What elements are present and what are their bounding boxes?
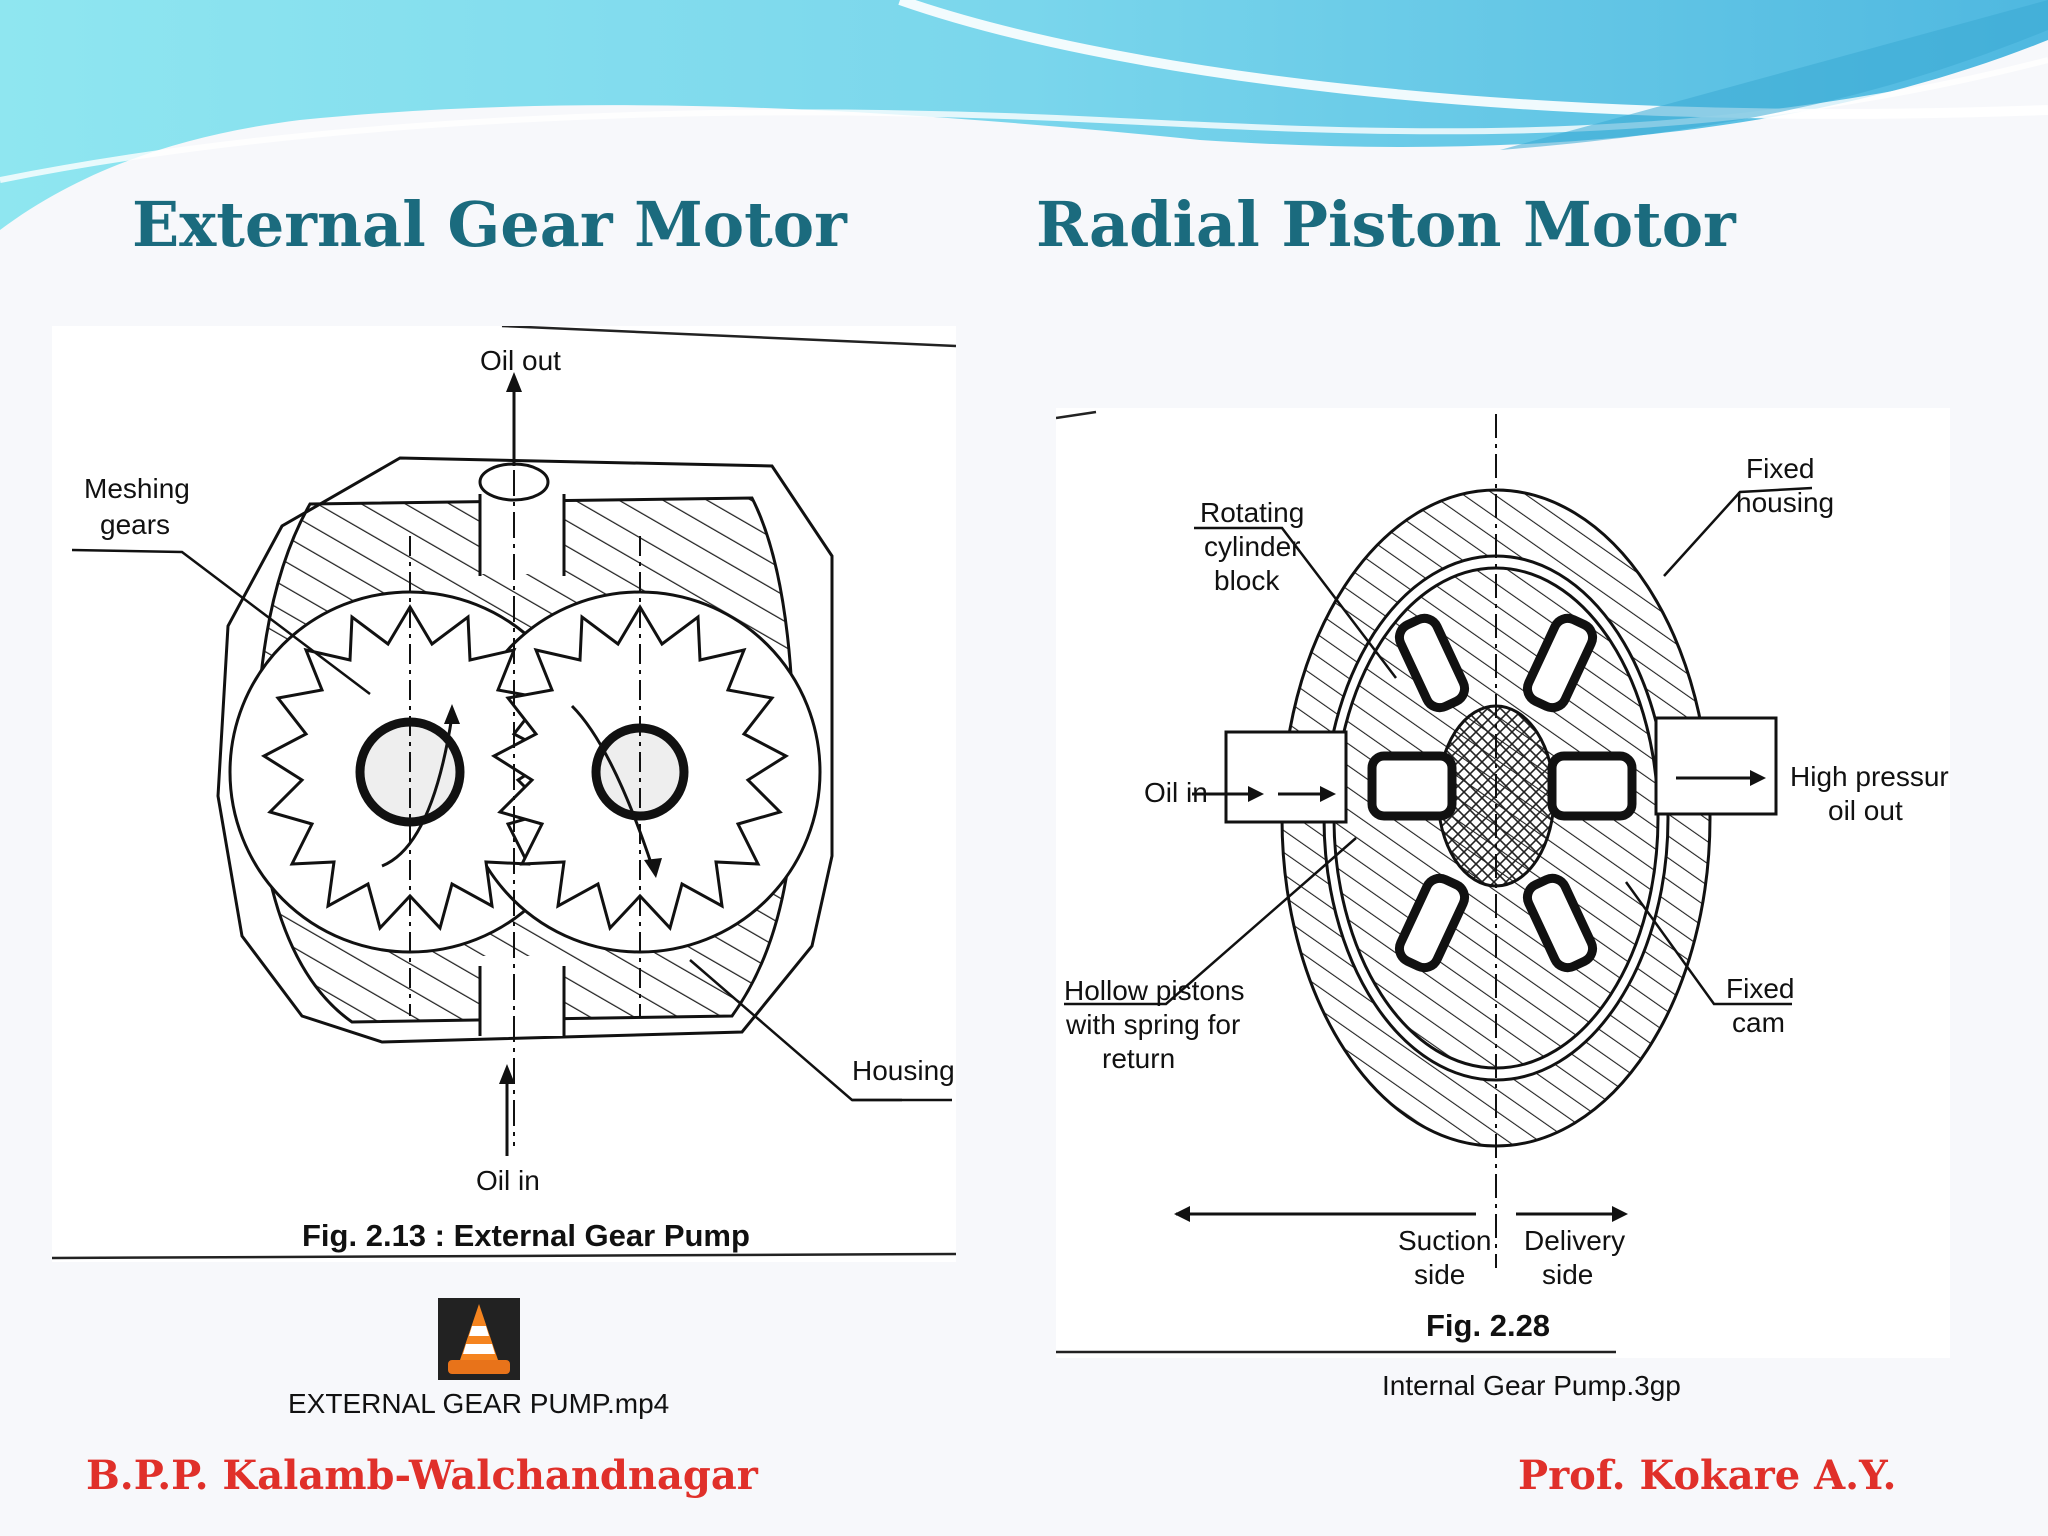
footer-author: Prof. Kokare A.Y.: [1518, 1452, 1897, 1499]
label-delivery: Delivery: [1524, 1225, 1625, 1256]
label-rotating: Rotating: [1200, 497, 1304, 528]
vlc-cone-icon[interactable]: [438, 1298, 520, 1380]
label-block: block: [1214, 565, 1280, 596]
label-hollow-pistons: Hollow pistons: [1064, 975, 1245, 1006]
figure-caption: Fig. 2.28: [1426, 1308, 1550, 1343]
label-oil-in: Oil in: [1144, 777, 1208, 808]
label-housing: Housing: [852, 1055, 955, 1086]
label-meshing: Meshing: [84, 473, 190, 504]
label-oil-out: Oil out: [480, 345, 561, 376]
label-suction: Suction: [1398, 1225, 1491, 1256]
media-file-link-left[interactable]: EXTERNAL GEAR PUMP.mp4: [288, 1388, 670, 1419]
media-file-link-right[interactable]: Internal Gear Pump.3gp: [1382, 1370, 1681, 1401]
label-with-spring: with spring for: [1065, 1009, 1240, 1040]
right-section-title: Radial Piston Motor: [1036, 188, 1736, 261]
radial-piston-motor-figure: Rotating cylinder block Fixed housing Oi…: [1056, 408, 1950, 1358]
figure-caption: Fig. 2.13 : External Gear Pump: [302, 1218, 750, 1253]
label-fixed-cam-2: cam: [1732, 1007, 1785, 1038]
label-gears: gears: [100, 509, 170, 540]
label-delivery-side: side: [1542, 1259, 1593, 1290]
label-suction-side: side: [1414, 1259, 1465, 1290]
header-wave-decoration: [0, 0, 2048, 230]
external-gear-pump-figure: Oil out Meshing gears Housing Oil in Fig…: [52, 326, 956, 1262]
label-oil-in: Oil in: [476, 1165, 540, 1196]
label-fixed-housing-1: Fixed: [1746, 453, 1814, 484]
label-return: return: [1102, 1043, 1175, 1074]
label-fixed-cam-1: Fixed: [1726, 973, 1794, 1004]
left-section-title: External Gear Motor: [132, 188, 847, 261]
label-cylinder: cylinder: [1204, 531, 1300, 562]
label-oil-out: oil out: [1828, 795, 1903, 826]
footer-institute: B.P.P. Kalamb-Walchandnagar: [86, 1452, 758, 1499]
label-fixed-housing-2: housing: [1736, 487, 1834, 518]
label-high-pressure: High pressure: [1790, 761, 1950, 792]
